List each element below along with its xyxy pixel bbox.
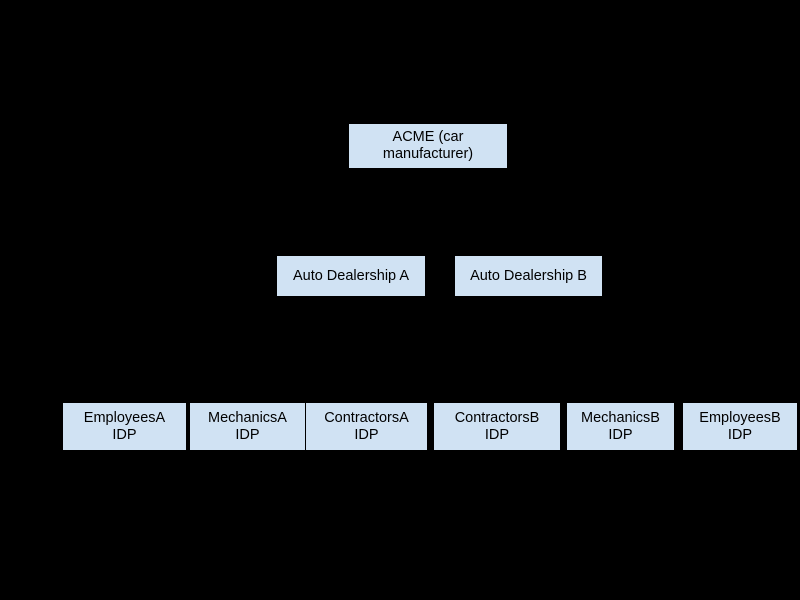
node-auto-dealership-a[interactable]: Auto Dealership A [277,256,425,296]
node-employees-a-idp[interactable]: EmployeesA IDP [63,403,186,450]
node-contractors-b-idp[interactable]: ContractorsB IDP [434,403,560,450]
node-employees-b-idp[interactable]: EmployeesB IDP [683,403,797,450]
node-auto-dealership-b[interactable]: Auto Dealership B [455,256,602,296]
node-mechanics-b-idp[interactable]: MechanicsB IDP [567,403,674,450]
node-acme[interactable]: ACME (car manufacturer) [349,124,507,168]
node-mechanics-a-idp[interactable]: MechanicsA IDP [190,403,305,450]
node-contractors-a-idp[interactable]: ContractorsA IDP [306,403,427,450]
